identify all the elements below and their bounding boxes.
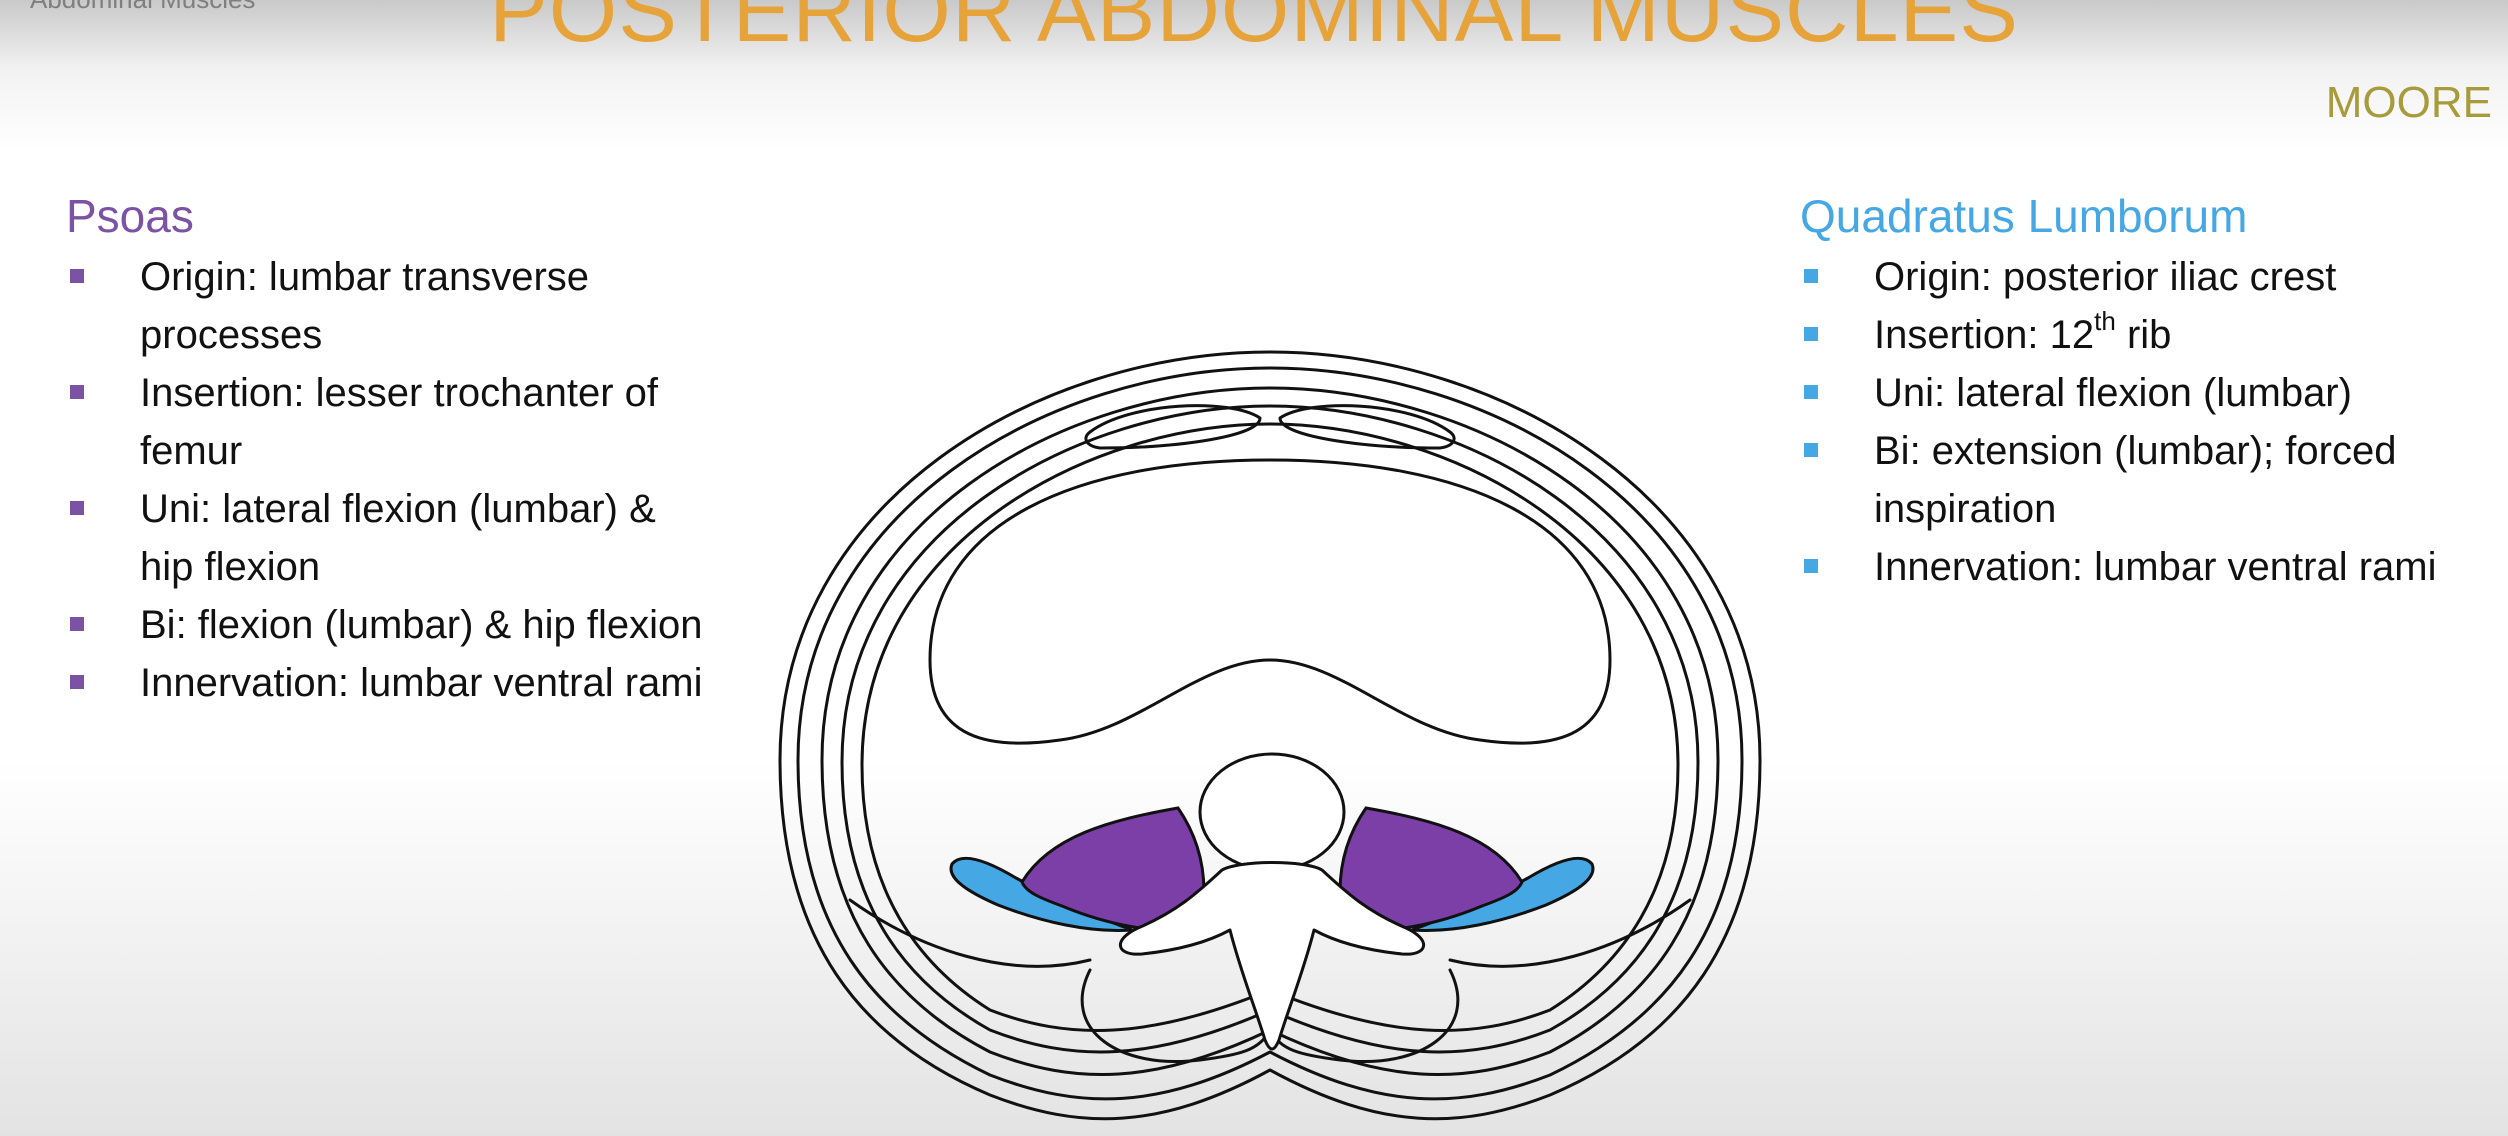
- item-text: Origin: posterior iliac crest: [1874, 255, 2337, 299]
- list-item: Bi: flexion (lumbar) & hip flexion: [66, 596, 716, 654]
- square-bullet-icon: [70, 675, 84, 689]
- square-bullet-icon: [70, 501, 84, 515]
- rectus-abdominis-left: [1084, 404, 1262, 450]
- list-item: Origin: posterior iliac crest: [1800, 248, 2480, 306]
- psoas-list: Origin: lumbar transverse processes Inse…: [66, 248, 716, 712]
- square-bullet-icon: [1804, 327, 1818, 341]
- list-item: Origin: lumbar transverse processes: [66, 248, 716, 364]
- item-text: Uni: lateral flexion (lumbar) & hip flex…: [140, 487, 656, 589]
- quadratus-lumborum-column: Quadratus Lumborum Origin: posterior ili…: [1800, 186, 2480, 596]
- item-text-post: rib: [2115, 313, 2172, 357]
- abdominal-cross-section-diagram: [778, 350, 1762, 1121]
- item-text: Bi: extension (lumbar); forced inspirati…: [1874, 429, 2397, 531]
- vertebral-body: [1198, 752, 1346, 872]
- item-text: Innervation: lumbar ventral rami: [1874, 545, 2437, 589]
- item-text: Origin: lumbar transverse processes: [140, 255, 590, 357]
- list-item: Insertion: lesser trochanter of femur: [66, 364, 716, 480]
- item-text: Innervation: lumbar ventral rami: [140, 661, 703, 705]
- superscript: th: [2094, 305, 2116, 336]
- square-bullet-icon: [1804, 385, 1818, 399]
- author-label: MOORE: [2325, 78, 2492, 127]
- square-bullet-icon: [1804, 443, 1818, 457]
- list-item: Innervation: lumbar ventral rami: [1800, 538, 2480, 596]
- quadratus-lumborum-heading: Quadratus Lumborum: [1800, 190, 2248, 242]
- vertebral-arch: [1118, 861, 1426, 1051]
- item-text: Uni: lateral flexion (lumbar): [1874, 371, 2352, 415]
- list-item: Uni: lateral flexion (lumbar) & hip flex…: [66, 480, 716, 596]
- item-text-pre: Insertion: 12: [1874, 313, 2095, 357]
- corner-label: Abdominal Muscles: [30, 0, 255, 15]
- psoas-column: Psoas Origin: lumbar transverse processe…: [66, 186, 716, 712]
- flank-curve-left: [848, 898, 1092, 968]
- psoas-heading: Psoas: [66, 190, 194, 242]
- outer-body-wall: [778, 350, 1762, 1121]
- rectus-abdominis-right: [1278, 404, 1456, 450]
- body-wall-layer: [796, 366, 1744, 1101]
- item-text: Bi: flexion (lumbar) & hip flexion: [140, 603, 703, 647]
- list-item: Bi: extension (lumbar); forced inspirati…: [1800, 422, 2480, 538]
- square-bullet-icon: [1804, 269, 1818, 283]
- list-item: Uni: lateral flexion (lumbar): [1800, 364, 2480, 422]
- square-bullet-icon: [70, 385, 84, 399]
- slide-title: POSTERIOR ABDOMINAL MUSCLES: [489, 0, 2019, 60]
- quadratus-lumborum-list: Origin: posterior iliac crest Insertion:…: [1800, 248, 2480, 596]
- peritoneal-cavity: [928, 458, 1612, 745]
- item-text: Insertion: lesser trochanter of femur: [140, 371, 659, 473]
- square-bullet-icon: [1804, 559, 1818, 573]
- list-item: Innervation: lumbar ventral rami: [66, 654, 716, 712]
- square-bullet-icon: [70, 617, 84, 631]
- square-bullet-icon: [70, 269, 84, 283]
- flank-curve-right: [1448, 898, 1692, 968]
- list-item: Insertion: 12th rib: [1800, 306, 2480, 364]
